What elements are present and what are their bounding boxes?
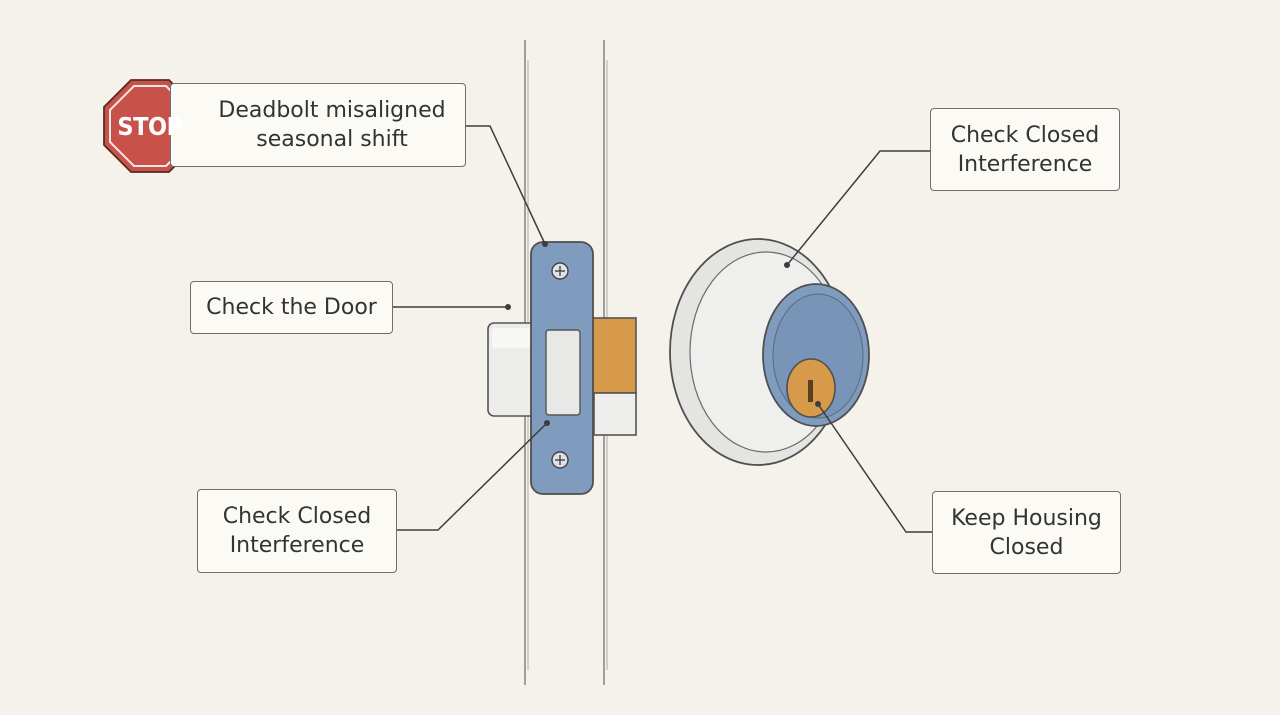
callout-text: Check Closed Interference: [222, 504, 372, 558]
callout-check-door: Check the Door: [190, 281, 393, 334]
callout-check-interference-left: Check Closed Interference: [197, 489, 397, 573]
stop-sign-label: STOP: [117, 111, 183, 141]
callout-deadbolt-misaligned: Deadbolt misaligned seasonal shift: [170, 83, 466, 167]
callout-keep-housing-closed: Keep Housing Closed: [932, 491, 1121, 574]
callout-text: Check the Door: [206, 295, 377, 320]
leader-lines: [393, 125, 932, 533]
callout-text: Deadbolt misaligned seasonal shift: [218, 98, 446, 152]
callout-text: Check Closed Interference: [950, 122, 1100, 177]
stop-icon: STOP: [104, 80, 196, 172]
cylinder-lock: [669, 238, 870, 466]
bolt-housing: [591, 317, 637, 436]
leader-dots: [505, 241, 821, 426]
callout-text: Keep Housing Closed: [951, 505, 1102, 560]
callout-check-interference-right: Check Closed Interference: [930, 108, 1120, 191]
faceplate: [530, 241, 594, 495]
